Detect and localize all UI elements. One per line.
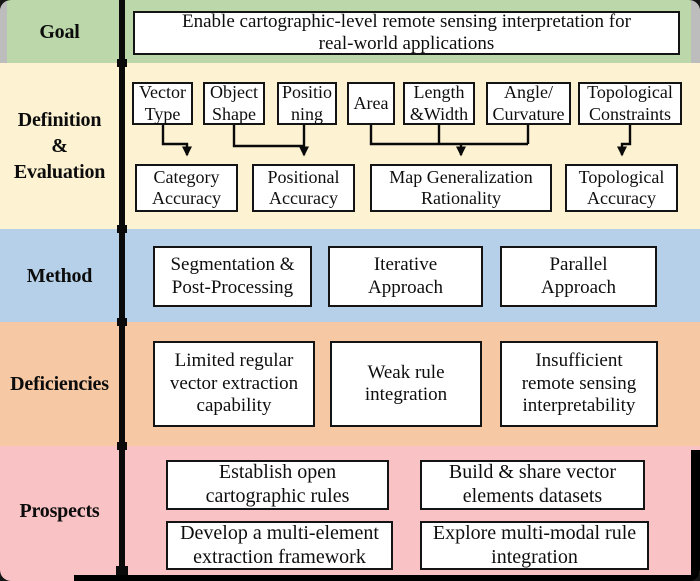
connector-arrows [161,125,632,157]
prospects-content: Establish open cartographic rules Build … [0,446,700,575]
section-goal: Goal Enable cartographic-level remote se… [0,0,700,63]
section-method: Method Segmentation & Post-Processing It… [0,229,700,322]
metric-box-map-generalization-rationality: Map Generalization Rationality [370,164,552,212]
section-label-deficiencies: Deficiencies [10,373,109,395]
arrow-vector-type-to-category-accuracy [161,125,192,157]
section-label-goal: Goal [39,20,80,43]
divider-line [119,0,125,575]
criterion-box-positioning: Positio ning [277,82,337,125]
prospect-box-multi-modal-rule-integration: Explore multi-modal rule integration [420,521,649,570]
criterion-box-area: Area [347,82,395,125]
prospect-box-open-cartographic-rules: Establish open cartographic rules [166,460,389,510]
method-box-iterative-approach: Iterative Approach [328,246,483,307]
goal-content: Enable cartographic-level remote sensing… [0,0,700,63]
criterion-box-object-shape: Object Shape [203,82,265,125]
section-definition-evaluation: Definition & Evaluation Vector Type [0,63,700,229]
divider-node [117,225,127,233]
divider-node [117,318,127,326]
prospect-box-multi-element-framework: Develop a multi-element extraction frame… [166,521,393,570]
metric-box-positional-accuracy: Positional Accuracy [252,164,355,212]
metric-box-category-accuracy: Category Accuracy [135,164,238,212]
method-box-segmentation-post-processing: Segmentation & Post-Processing [153,246,312,307]
section-label-definition-evaluation: Definition & Evaluation [13,109,106,183]
criterion-box-topological-constraints: Topological Constraints [578,82,682,125]
definition-content: Vector Type Object Shape Positio ning Ar… [0,63,700,229]
criterion-box-angle-curvature: Angle/ Curvature [486,82,571,125]
connector-object-shape [232,125,303,148]
deficiency-box-weak-rule-integration: Weak rule integration [330,341,482,427]
prospect-box-vector-elements-datasets: Build & share vector elements datasets [420,460,645,510]
method-box-parallel-approach: Parallel Approach [500,246,657,307]
metric-box-topological-accuracy: Topological Accuracy [565,164,678,212]
frame-bottom-bar [74,575,700,581]
criterion-box-vector-type: Vector Type [132,82,193,125]
edge-artifact-bottom-left [0,575,74,581]
criterion-box-length-width: Length &Width [403,82,475,125]
divider-node [117,59,127,67]
section-label-prospects: Prospects [19,499,100,522]
goal-statement-box: Enable cartographic-level remote sensing… [133,11,680,55]
method-content: Segmentation & Post-Processing Iterative… [0,229,700,322]
section-label-method: Method [26,264,93,287]
divider-foot [116,566,128,575]
frame-right-bar [691,450,700,581]
edge-artifact-left [0,0,7,63]
deficiency-box-limited-vector-extraction: Limited regular vector extraction capabi… [153,341,315,427]
edge-artifact-right [691,0,700,63]
section-prospects: Prospects Establish open cartographic ru… [0,446,700,581]
connector-map-generalization-group [369,125,530,146]
arrow-topological-constraints-to-topological-accuracy [617,125,632,157]
divider-node [117,442,127,450]
section-deficiencies: Deficiencies Limited regular vector extr… [0,322,700,446]
deficiency-box-insufficient-interpretability: Insufficient remote sensing interpretabi… [500,341,658,427]
deficiencies-content: Limited regular vector extraction capabi… [0,322,700,446]
